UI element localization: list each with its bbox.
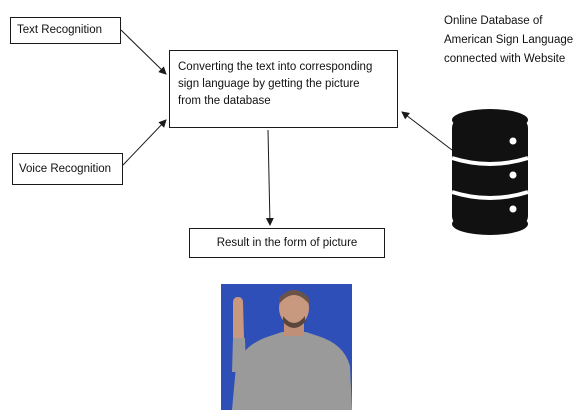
database-caption-line-2: American Sign Language [444,34,574,46]
database-caption-line-1: Online Database of [444,15,543,27]
text-recognition-box: Text Recognition [10,17,121,44]
database-caption: Online Database of American Sign Languag… [444,12,576,69]
voice-recognition-label: Voice Recognition [19,163,112,175]
arrow-database-to-converter [401,111,453,151]
sign-language-photo [221,284,352,410]
result-box: Result in the form of picture [189,228,385,258]
arrow-voice-to-converter [122,119,167,166]
arrow-text-to-converter [120,29,167,75]
conversion-box: Converting the text into corresponding s… [169,50,398,128]
conversion-line-1: Converting the text into corresponding [178,61,373,73]
database-icon [451,109,529,235]
conversion-line-2: sign language by getting the picture [178,78,360,90]
result-label: Result in the form of picture [216,237,358,249]
voice-recognition-box: Voice Recognition [12,153,123,185]
text-recognition-label: Text Recognition [17,24,103,36]
arrow-converter-to-result [265,129,274,226]
conversion-line-3: from the database [178,95,271,107]
database-caption-line-3: connected with Website [444,53,566,65]
